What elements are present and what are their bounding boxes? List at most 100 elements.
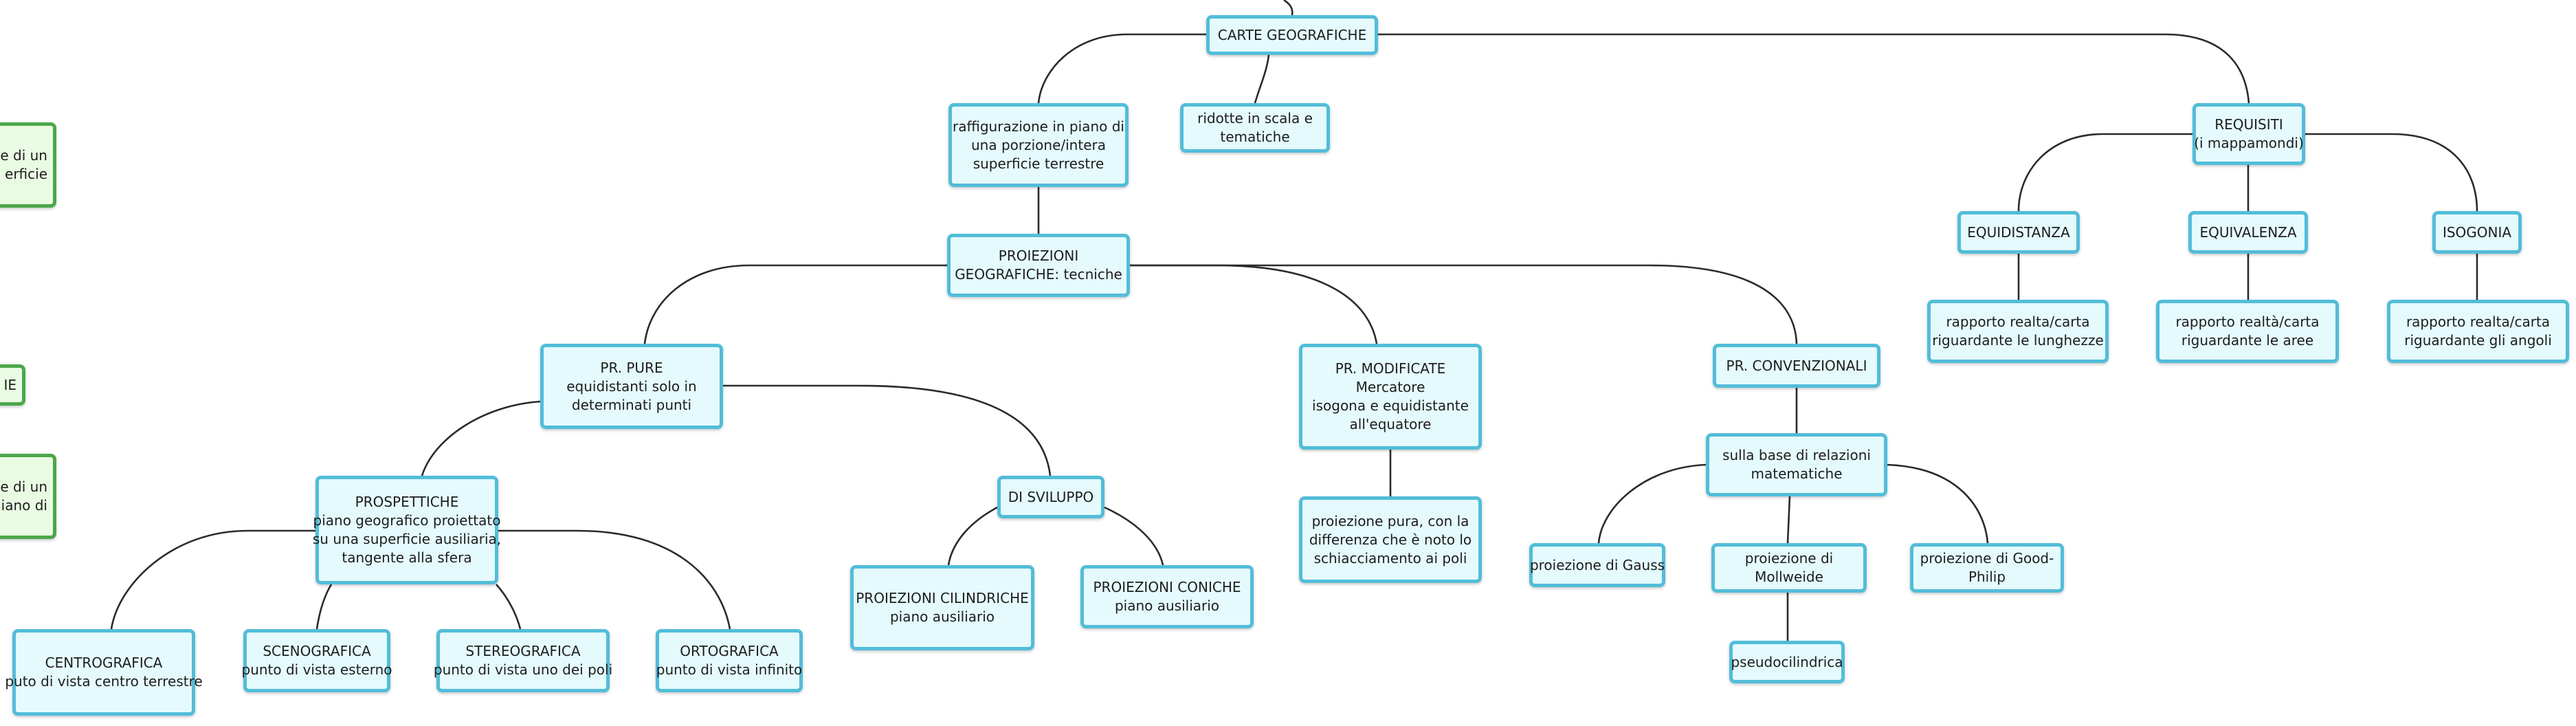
node-text-line: piano ausiliario <box>1114 597 1220 614</box>
link-sviluppo-coniche <box>1104 506 1164 566</box>
link-req-isogonia <box>2305 133 2478 212</box>
node-pr-convenzionali[interactable]: PR. CONVENZIONALI <box>1713 344 1880 388</box>
link-relaz-mollweide <box>1786 496 1791 544</box>
node-side-green-2[interactable]: IE <box>0 364 25 406</box>
node-text-line: rapporto realtà/carta <box>2175 314 2320 330</box>
link-root-requisiti <box>1378 33 2250 104</box>
node-rapporto-lunghezze[interactable]: rapporto realta/carta riguardante le lung… <box>1927 300 2109 363</box>
link-root-raffigurazione <box>1037 33 1206 104</box>
node-text-line: tematiche <box>1220 129 1290 145</box>
node-text-line: CARTE GEOGRAFICHE <box>1217 26 1367 43</box>
link-prosp-stereo <box>496 584 522 630</box>
node-text-line: rapporto realta/carta <box>1946 314 2090 330</box>
node-text-line: proiezione di <box>1744 550 1834 566</box>
node-text-line: sulla base di relazioni <box>1722 447 1871 463</box>
node-text-line: Mercatore <box>1355 379 1425 395</box>
node-text-line: PR. CONVENZIONALI <box>1726 357 1867 374</box>
link-root-ridotte <box>1254 54 1270 104</box>
node-relazioni-matematiche[interactable]: sulla base di relazioni matematiche <box>1706 433 1887 496</box>
node-text-line: riguardante gli angoli <box>2404 332 2552 349</box>
node-proiezione-gauss[interactable]: proiezione di Gauss <box>1529 543 1665 587</box>
node-equivalenza[interactable]: EQUIVALENZA <box>2188 211 2308 254</box>
link-proiez-modificate <box>1130 264 1378 344</box>
node-centrografica[interactable]: CENTROGRAFICA puto di vista centro terres… <box>5 629 203 716</box>
node-ridotte-in-scala[interactable]: ridotte in scala e tematiche <box>1180 103 1330 153</box>
link-pure-prospettiche <box>421 400 541 476</box>
node-stereografica[interactable]: STEREOGRAFICA punto di vista uno dei poli <box>433 629 613 692</box>
link-proiez-pure <box>643 264 947 344</box>
node-text-line: rapporto realta/carta <box>2406 314 2551 330</box>
node-text-line: proiezione pura, con la <box>1311 512 1469 529</box>
node-text-line: DI SVILUPPO <box>1008 488 1094 505</box>
node-text-line: piano geografico proiettato <box>313 512 501 529</box>
node-text-line: punto di vista esterno <box>241 661 392 678</box>
node-text-line: pseudocilindrica <box>1731 653 1843 670</box>
node-text-line: PROSPETTICHE <box>355 494 459 510</box>
node-text-line: isogona e equidistante <box>1312 397 1469 414</box>
link-prosp-centro <box>110 529 315 630</box>
node-text-line: STEREOGRAFICA <box>465 643 581 659</box>
node-text-line: GEOGRAFICHE: tecniche <box>955 266 1122 283</box>
node-isogonia[interactable]: ISOGONIA <box>2432 211 2522 254</box>
node-requisiti[interactable]: REQUISITI (i mappamondi) <box>2192 103 2305 165</box>
node-text-line: piano ausiliario <box>889 608 995 625</box>
node-di-sviluppo[interactable]: DI SVILUPPO <box>997 476 1104 518</box>
node-proiezione-pura-differenza[interactable]: proiezione pura, con la differenza che è … <box>1299 496 1482 583</box>
node-text-line: CENTROGRAFICA <box>45 654 163 671</box>
link-sviluppo-cilindr <box>947 506 998 566</box>
node-text-line: EQUIDISTANZA <box>1967 223 2070 241</box>
node-text-line: ridotte in scala e <box>1197 110 1313 126</box>
node-text-line: PR. MODIFICATE <box>1335 360 1446 377</box>
node-text-line: superficie terrestre <box>973 155 1104 172</box>
node-text-line: raffigurazione in piano di <box>953 118 1124 135</box>
link-root-up <box>1283 0 1293 16</box>
node-proiezioni-coniche[interactable]: PROIEZIONI CONICHE piano ausiliario <box>1080 565 1254 628</box>
node-text-line: matematiche <box>1751 465 1843 482</box>
node-text-line: riguardante le lunghezze <box>1932 332 2104 349</box>
node-text-line: proiezione di Good- <box>1920 550 2054 566</box>
node-text-line: REQUISITI <box>2214 116 2283 133</box>
node-text-line: proiezione di Gauss <box>1529 556 1665 573</box>
node-text-line: punto di vista infinito <box>656 661 803 678</box>
node-rapporto-angoli[interactable]: rapporto realta/carta riguardante gli ang… <box>2387 300 2569 363</box>
node-proiezione-good-philip[interactable]: proiezione di Good- Philip <box>1910 543 2064 593</box>
node-text-line: Mollweide <box>1755 569 1823 585</box>
node-rapporto-aree[interactable]: rapporto realtà/carta riguardante le aree <box>2156 300 2339 363</box>
node-text-line: differenza che è noto lo <box>1309 531 1472 548</box>
node-text-line: all'equatore <box>1349 416 1432 432</box>
node-text-line: (i mappamondi) <box>2194 135 2304 151</box>
node-text-line: equidistanti solo in <box>566 377 697 395</box>
node-text-line: puto di vista centro terrestre <box>5 673 203 690</box>
node-text-line: Philip <box>1968 569 2006 585</box>
node-text-line: iano di <box>1 497 47 514</box>
node-pr-modificate[interactable]: PR. MODIFICATE Mercatore isogona e equidis… <box>1299 344 1482 450</box>
link-proiez-convenz <box>1130 264 1798 344</box>
node-equidistanza[interactable]: EQUIDISTANZA <box>1957 211 2080 254</box>
link-req-equidistanza <box>2017 133 2192 212</box>
node-text-line: PROIEZIONI CILINDRICHE <box>856 590 1029 606</box>
node-carte-geografiche[interactable]: CARTE GEOGRAFICHE <box>1206 15 1378 55</box>
node-text-line: PR. PURE <box>600 359 663 376</box>
node-text-line: schiacciamento ai poli <box>1313 549 1467 566</box>
node-pseudocilindrica[interactable]: pseudocilindrica <box>1729 641 1845 683</box>
node-text-line: punto di vista uno dei poli <box>433 661 613 678</box>
node-proiezione-mollweide[interactable]: proiezione di Mollweide <box>1711 543 1867 593</box>
node-text-line: determinati punti <box>571 396 692 413</box>
node-text-line: erficie <box>5 166 47 182</box>
node-text-line: riguardante le aree <box>2181 332 2314 349</box>
node-proiezioni-cilindriche[interactable]: PROIEZIONI CILINDRICHE piano ausiliario <box>850 565 1034 650</box>
link-pure-sviluppo <box>723 384 1052 476</box>
node-text-line: PROIEZIONI CONICHE <box>1093 579 1241 595</box>
node-text-line: EQUIVALENZA <box>2199 223 2297 241</box>
link-relaz-gauss <box>1597 463 1707 544</box>
node-text-line: tangente alla sfera <box>342 549 472 566</box>
